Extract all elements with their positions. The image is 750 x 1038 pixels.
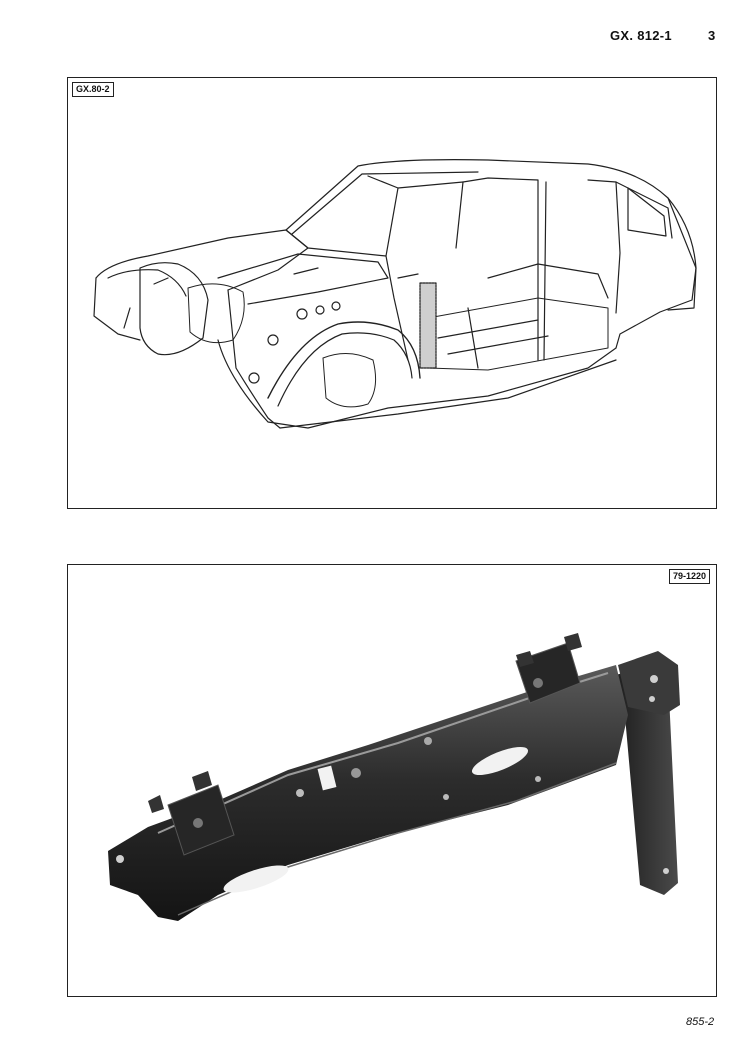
slot-right <box>471 747 529 775</box>
rear-quarter <box>615 197 697 349</box>
main-beam <box>108 665 628 921</box>
slot-left <box>223 865 289 893</box>
floor-pan <box>427 297 609 371</box>
figure-ref-label: GX.80-2 <box>72 82 114 97</box>
car-body-drawing <box>93 159 697 429</box>
footer-code: 855-2 <box>686 1016 715 1028</box>
page-number: 3 <box>708 28 716 43</box>
figure-body-shell: GX.80-2 <box>67 77 717 509</box>
document-code: GX. 812-1 <box>610 28 672 43</box>
front-wing <box>95 229 309 291</box>
vertical-bracket <box>616 665 678 895</box>
side-member-photo <box>108 633 680 921</box>
door-sill <box>217 339 617 429</box>
figure-ref-label: 79-1220 <box>668 569 710 584</box>
roof-outline <box>285 159 697 311</box>
figure-side-member-photo: 79-1220 <box>67 564 717 997</box>
highlighted-pillar <box>419 282 437 369</box>
